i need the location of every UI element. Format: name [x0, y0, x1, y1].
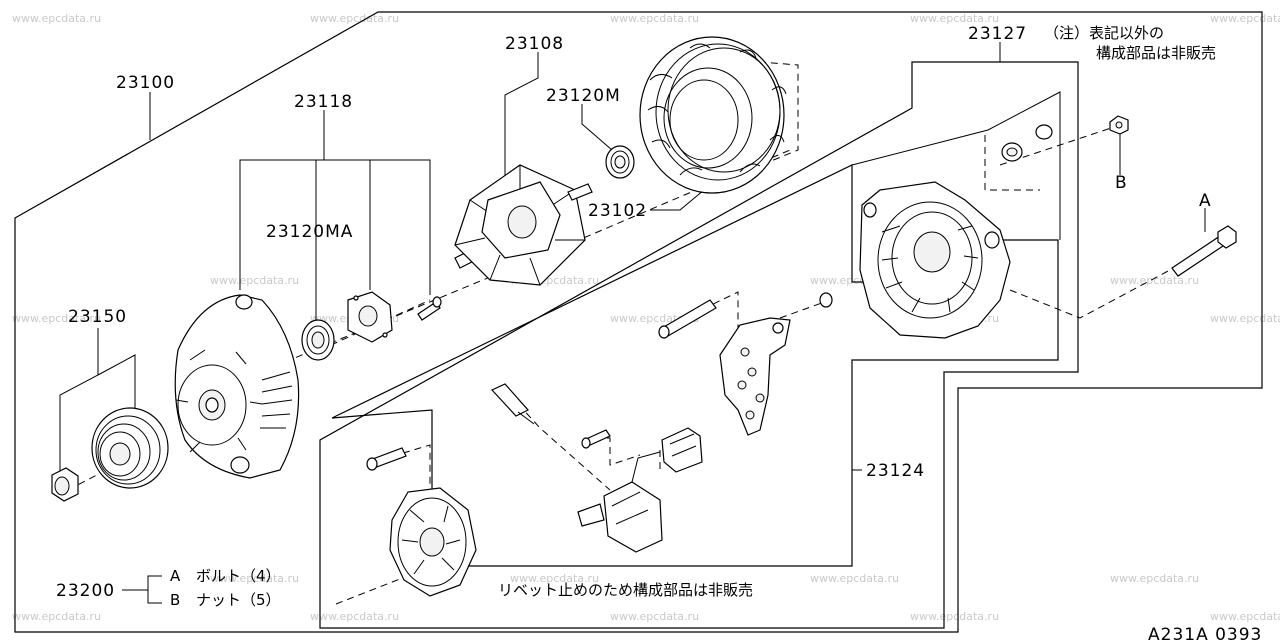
assembly-frame-23100	[14, 11, 1263, 633]
figure-code: A231A 0393	[1148, 625, 1262, 640]
watermark: www.epcdata.ru	[210, 274, 299, 287]
note-line-2: 構成部品は非販売	[1096, 44, 1216, 62]
part-number-23200: 23200	[56, 581, 115, 601]
retainer-screw	[417, 296, 442, 321]
part-number-23120M: 23120M	[546, 86, 621, 106]
brush-holder	[577, 451, 663, 553]
rear-terminal-nut	[1001, 124, 1053, 162]
stator	[639, 36, 787, 194]
ic-regulator	[661, 427, 703, 473]
watermark: www.epcdata.ru	[910, 610, 999, 623]
front-housing	[174, 294, 300, 479]
note-line-1: （注）表記以外の	[1044, 24, 1164, 42]
brush-holder-screw	[658, 299, 717, 339]
watermark: www.epcdata.ru	[510, 572, 599, 585]
leader-lines	[59, 42, 1206, 604]
rear-bearing	[605, 145, 635, 179]
legend-a-text: ボルト（4）	[196, 567, 281, 585]
watermark: www.epcdata.ru	[310, 610, 399, 623]
watermark: www.epcdata.ru	[610, 12, 699, 25]
watermark: www.epcdata.ru	[1210, 312, 1280, 325]
part-number-23124: 23124	[866, 461, 925, 481]
rear-cover	[389, 487, 477, 597]
part-number-23102: 23102	[588, 201, 647, 221]
pulley	[91, 407, 169, 489]
front-bearing	[301, 319, 335, 361]
watermark: www.epcdata.ru	[12, 610, 101, 623]
rivet-note: リベット止めのため構成部品は非販売	[498, 581, 753, 599]
watermark: www.epcdata.ru	[1210, 12, 1280, 25]
watermark: www.epcdata.ru	[910, 12, 999, 25]
through-bolt-a	[1171, 225, 1237, 277]
rear-cover-bolt	[366, 447, 407, 471]
part-number-23100: 23100	[116, 73, 175, 93]
legend-b-text: ナット（5）	[196, 591, 281, 609]
watermark: www.epcdata.ru	[1110, 274, 1199, 287]
legend-b-key: B	[170, 591, 180, 609]
callout-b: B	[1115, 173, 1128, 193]
part-number-23108: 23108	[505, 34, 564, 54]
part-number-23127: 23127	[968, 24, 1027, 44]
terminal-washer	[819, 292, 833, 308]
watermark: www.epcdata.ru	[1110, 572, 1199, 585]
part-number-23118: 23118	[294, 92, 353, 112]
brush	[490, 383, 535, 425]
watermark: www.epcdata.ru	[12, 312, 101, 325]
watermark: www.epcdata.ru	[210, 572, 299, 585]
pulley-nut	[51, 467, 79, 502]
watermark: www.epcdata.ru	[610, 610, 699, 623]
watermark: www.epcdata.ru	[12, 12, 101, 25]
rectifier-plate	[719, 317, 791, 436]
watermark: www.epcdata.ru	[1210, 610, 1280, 623]
legend-a-key: A	[170, 567, 181, 585]
nut-b	[1109, 115, 1129, 135]
watermark: www.epcdata.ru	[810, 572, 899, 585]
part-number-23120MA: 23120MA	[266, 222, 353, 242]
subframe-23124-rear	[851, 91, 1061, 240]
callout-a: A	[1199, 191, 1212, 211]
subframe-23127	[319, 61, 1079, 629]
bearing-retainer-plate	[347, 291, 393, 343]
watermark: www.epcdata.ru	[310, 12, 399, 25]
rotor	[454, 164, 593, 286]
rear-housing	[859, 181, 1011, 339]
part-number-23150: 23150	[68, 307, 127, 327]
regulator-screw	[581, 429, 611, 449]
